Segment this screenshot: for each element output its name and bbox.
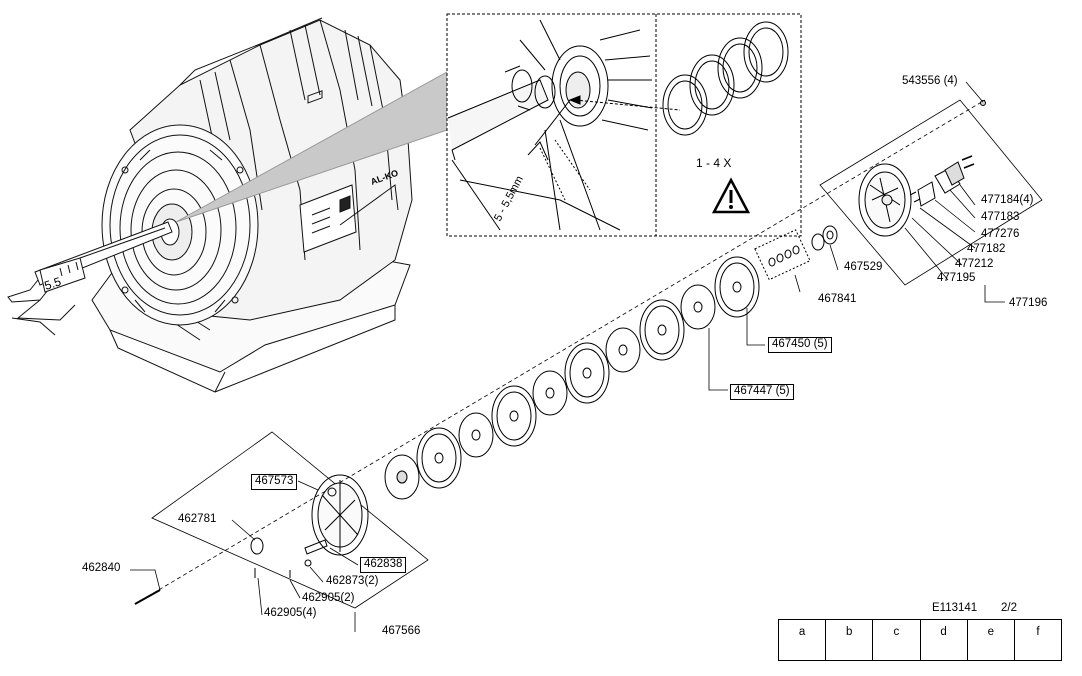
part-477183: 477183 [981, 211, 1020, 223]
motor-housing: AL-KO [91, 17, 413, 393]
leader-lines [130, 81, 1005, 632]
document-id: E113141 [932, 602, 978, 614]
part-477212: 477212 [955, 258, 994, 270]
part-462905-4: 462905(4) [264, 607, 317, 619]
part-477184: 477184(4) [981, 194, 1034, 206]
page-number: 2/2 [1001, 602, 1017, 614]
part-467529: 467529 [844, 261, 883, 273]
part-543556: 543556 (4) [902, 75, 958, 87]
column-c: c [873, 620, 921, 660]
assembly-axis [134, 99, 986, 605]
column-index-grid: a b c d e f [778, 619, 1062, 661]
column-a: a [779, 620, 827, 660]
pressure-switch-group [819, 99, 1043, 286]
detail-inset: 5 - 5,5mm [446, 13, 802, 237]
part-462838: 462838 [360, 557, 407, 573]
part-467447: 467447 (5) [730, 384, 794, 400]
part-462840: 462840 [82, 562, 121, 574]
part-467573: 467573 [251, 474, 298, 490]
part-467841: 467841 [818, 293, 857, 305]
part-462905-2: 462905(2) [302, 592, 355, 604]
part-467450: 467450 (5) [768, 337, 832, 353]
caliper-reading: 5.5 [43, 274, 64, 293]
caliper-tool: 5.5 [7, 221, 173, 336]
part-477182: 477182 [967, 243, 1006, 255]
part-477196: 477196 [1009, 297, 1048, 309]
part-477195: 477195 [937, 272, 976, 284]
part-462781: 462781 [178, 513, 217, 525]
column-e: e [968, 620, 1015, 660]
shims-count-text: 1 - 4 X [696, 156, 731, 170]
part-477276: 477276 [981, 228, 1020, 240]
column-d: d [921, 620, 968, 660]
part-467566: 467566 [382, 625, 421, 637]
column-b: b [826, 620, 874, 660]
pump-stages [384, 256, 760, 500]
end-cover-group [134, 431, 429, 609]
part-462873: 462873(2) [326, 575, 379, 587]
column-f: f [1036, 626, 1040, 638]
